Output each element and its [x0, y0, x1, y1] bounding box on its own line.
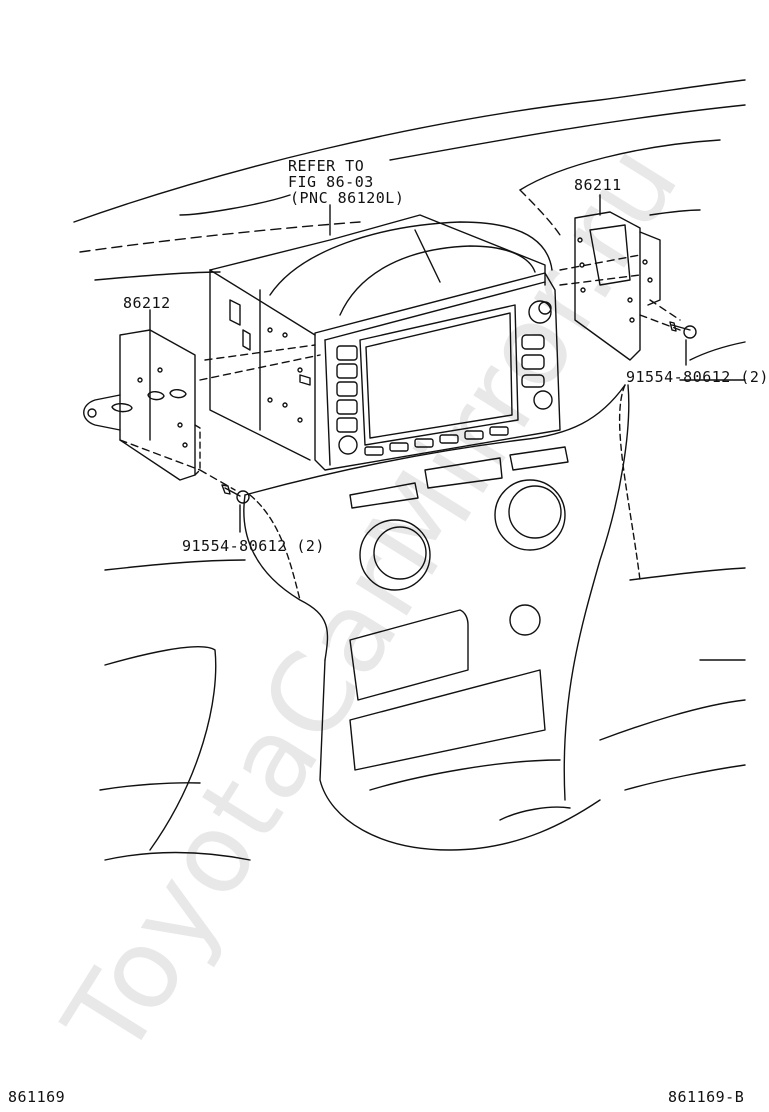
refer-label-line2: FIG 86-03: [288, 173, 374, 191]
dashboard-lines: [74, 80, 745, 360]
head-unit: [210, 215, 560, 470]
screw-label-left: 91554-80612 (2): [182, 537, 325, 555]
screw-left-icon: [222, 485, 249, 532]
screw-right-icon: [670, 322, 696, 365]
refer-leader: [180, 195, 330, 235]
part-label-86211: 86211: [574, 176, 622, 194]
bracket-86211: [575, 212, 660, 360]
refer-label-line3: (PNC 86120L): [290, 189, 405, 207]
refer-label-line1: REFER TO: [288, 157, 365, 175]
assembly-dashed-lines: [120, 255, 680, 490]
part-label-86212: 86212: [123, 294, 171, 312]
footer-code-right: 861169-B: [668, 1088, 745, 1106]
center-console: [244, 385, 640, 850]
footer-code-left: 861169: [8, 1088, 66, 1106]
bracket-86212: [84, 330, 200, 480]
body-lines: [100, 380, 745, 860]
screw-label-right: 91554-80612 (2): [626, 368, 769, 386]
